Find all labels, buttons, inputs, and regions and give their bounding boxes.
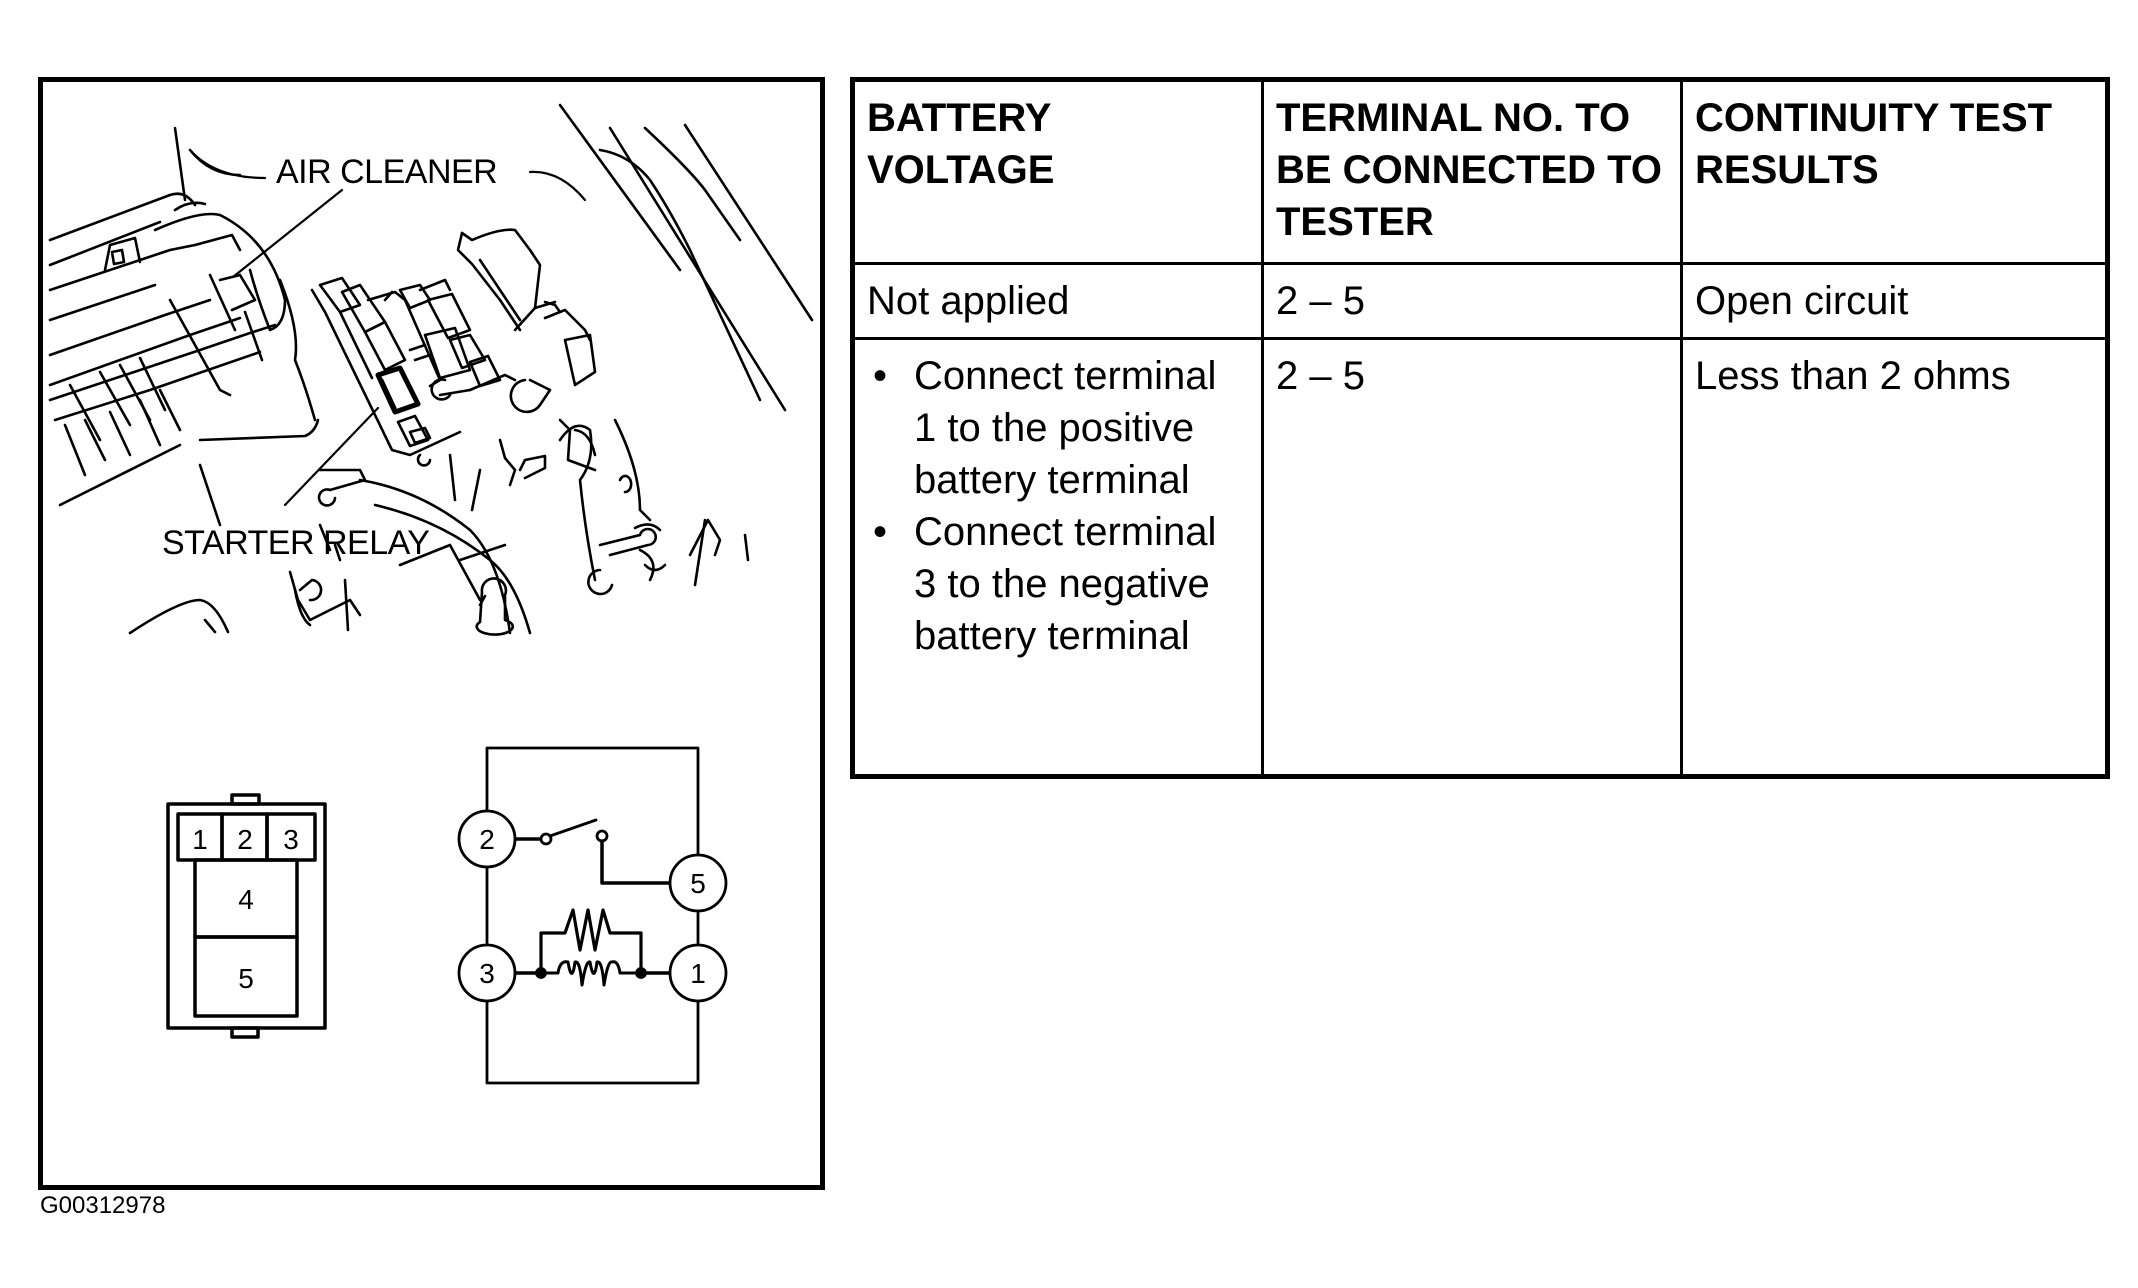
circuit-outer-wire [485, 746, 700, 1085]
pin-label-3: 3 [283, 824, 299, 855]
connector-pin-labels: 1 2 3 4 5 [192, 824, 299, 994]
cell-terminal-no: 2 – 5 [1261, 337, 1683, 778]
circuit-terminal-labels: 2 5 3 1 [479, 824, 706, 989]
header-battery-voltage: BATTERY VOLTAGE [851, 78, 1264, 265]
terminal-5-circle [668, 853, 728, 913]
relay-connector-pinout [166, 793, 327, 1039]
pin-label-5: 5 [238, 963, 254, 994]
terminal-1-circle [668, 943, 728, 1003]
terminal-3-circle [457, 943, 517, 1003]
pin-label-4: 4 [238, 884, 254, 915]
terminal-2-label: 2 [479, 824, 495, 855]
starter-relay-leader [283, 406, 380, 507]
terminal-3-label: 3 [479, 958, 495, 989]
engine-bay-illustration: 1 2 3 4 5 2 5 3 1 [48, 103, 814, 1085]
air-cleaner-label-line-left [188, 148, 267, 180]
cable-and-bolts-drawing [288, 103, 814, 636]
coil-node-left [535, 967, 547, 979]
step-text: Connect terminal 1 to the positive batte… [914, 354, 1217, 502]
resistor [539, 908, 643, 975]
figure-frame [38, 77, 825, 1190]
table-row: • Connect terminal 1 to the positive batt… [851, 337, 2109, 778]
pin-cell-5 [193, 935, 299, 1018]
step-item: • Connect terminal 1 to the positive batt… [861, 350, 1249, 506]
header-continuity: CONTINUITY TEST RESULTS [1680, 78, 2109, 265]
table-header-row: BATTERY VOLTAGE TERMINAL NO. TO BE CONNE… [851, 78, 2109, 265]
terminal-5-label: 5 [690, 868, 706, 899]
air-cleaner-drawing [48, 126, 342, 635]
pin-label-1: 1 [192, 824, 208, 855]
air-cleaner-callout: AIR CLEANER [276, 153, 498, 191]
starter-relay-callout: STARTER RELAY [162, 524, 430, 562]
switch-contact-fixed [539, 832, 553, 846]
terminal-2-circle [457, 809, 517, 869]
table-row: Not applied 2 – 5 Open circuit [851, 262, 2109, 340]
cell-continuity: Less than 2 ohms [1680, 337, 2109, 778]
step-item: • Connect terminal 3 to the negative batt… [861, 506, 1249, 662]
cell-terminal-no: 2 – 5 [1261, 262, 1683, 340]
fuse-box-drawing [310, 228, 597, 512]
pin-label-2: 2 [237, 824, 253, 855]
figure-id: G00312978 [40, 1192, 166, 1219]
connector-bottom-tab [230, 1026, 260, 1039]
bullet-icon: • [873, 510, 888, 554]
switch-blade [548, 818, 598, 838]
callout-leaders [188, 148, 587, 507]
connector-top-tab [230, 793, 261, 806]
battery-voltage-steps: • Connect terminal 1 to the positive batt… [861, 350, 1249, 662]
coil-node-right [635, 967, 647, 979]
coil [539, 960, 643, 987]
step-text: Connect terminal 3 to the negative batte… [914, 510, 1217, 658]
air-cleaner-label-line-right [528, 170, 587, 202]
cell-battery-voltage: • Connect terminal 1 to the positive batt… [851, 337, 1264, 778]
header-terminal-no: TERMINAL NO. TO BE CONNECTED TO TESTER [1261, 78, 1683, 265]
starter-relay-test-table: BATTERY VOLTAGE TERMINAL NO. TO BE CONNE… [850, 77, 2110, 779]
terminal-1-label: 1 [690, 958, 706, 989]
switch-to-5-wire [600, 839, 672, 885]
bullet-icon: • [873, 354, 888, 398]
cell-battery-voltage: Not applied [851, 262, 1264, 340]
cell-continuity: Open circuit [1680, 262, 2109, 340]
air-cleaner-leader [231, 188, 344, 279]
relay-circuit-schematic [457, 746, 728, 1085]
